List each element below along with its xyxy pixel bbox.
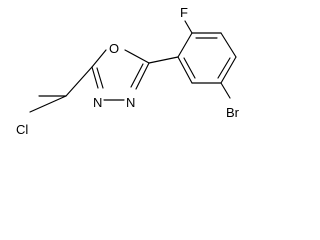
bond-benzene-c3-c4 — [220, 32, 237, 58]
bond-c-br — [220, 82, 231, 99]
bond-o1-c5 — [91, 49, 107, 68]
atom-label-nitrogen-right: N — [126, 95, 135, 110]
chemical-structure: F O N N Br Cl — [16, 5, 240, 137]
atom-label-nitrogen-left: N — [93, 95, 102, 110]
oxadiazole-ring — [91, 49, 150, 101]
bond-c5-n4 — [91, 66, 99, 89]
bond-benzene-c1-c2 — [177, 32, 193, 58]
atom-label-fluorine: F — [180, 5, 188, 20]
bond-benzene-c4-c5-inner — [217, 57, 231, 79]
bond-n3-c2 — [135, 62, 150, 90]
atom-label-ring-oxygen: O — [109, 41, 119, 56]
atom-label-bromine: Br — [226, 105, 240, 120]
bond-c5-ch2 — [65, 66, 93, 97]
bond-c5-n4-double — [96, 67, 104, 89]
atom-label-chlorine: Cl — [16, 122, 28, 137]
benzene-ring — [177, 32, 237, 84]
bond-c2-o1 — [124, 49, 150, 64]
bond-aryl-oxadiazole — [148, 56, 179, 64]
bond-ch2-cl — [29, 95, 67, 113]
bond-n3-c2-double — [130, 63, 144, 88]
bond-benzene-c4-c5 — [220, 56, 237, 84]
bond-benzene-c6-c1-inner — [183, 57, 196, 79]
bond-c-f — [184, 20, 193, 34]
bond-benzene-c6-c1 — [177, 56, 193, 84]
